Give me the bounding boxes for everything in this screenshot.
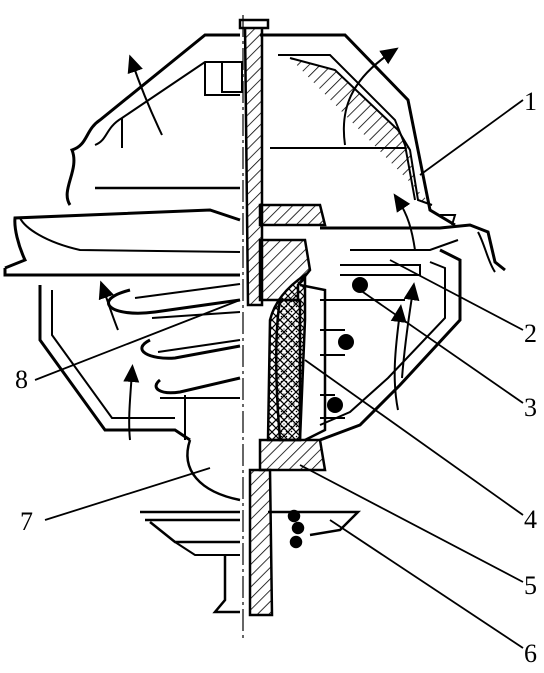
flange-right [320, 214, 506, 273]
callout-6: 6 [524, 639, 537, 668]
lower-bulb [186, 439, 241, 502]
lower-frame-right [319, 248, 462, 442]
lower-frame [38, 285, 240, 442]
stem [212, 468, 274, 617]
upper-housing-right [260, 33, 456, 227]
callout-2: 2 [524, 319, 537, 348]
callout-1: 1 [524, 87, 537, 116]
callout-5: 5 [524, 571, 537, 600]
callout-4: 4 [524, 505, 537, 534]
callout-8: 8 [15, 365, 28, 394]
center-rod [238, 18, 270, 307]
valve-seat [140, 509, 362, 556]
flange [3, 208, 241, 277]
main-spring [106, 283, 241, 395]
callout-3: 3 [524, 393, 537, 422]
upper-housing [65, 33, 243, 206]
right-spring-coils [320, 264, 421, 419]
flow-arrows [98, 47, 420, 441]
valve-pellet [258, 203, 327, 472]
callout-7: 7 [20, 507, 33, 536]
leader-lines [34, 99, 524, 649]
